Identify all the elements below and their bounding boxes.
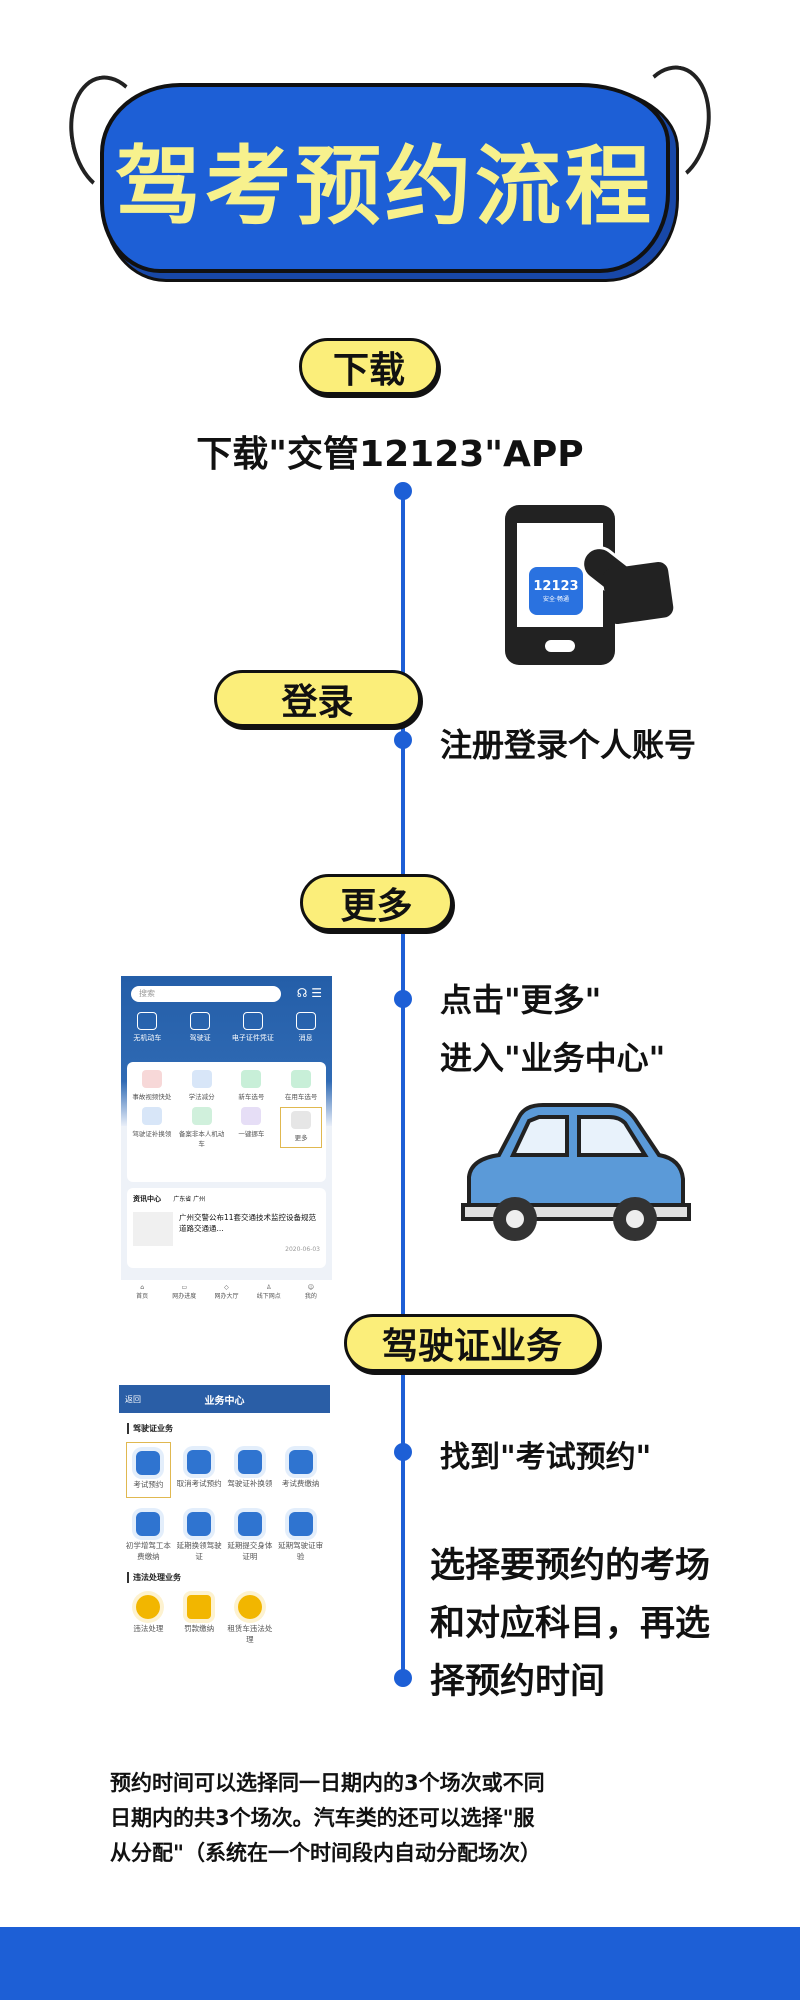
grid-item[interactable]: 在用车选号	[276, 1070, 326, 1101]
section-title: 违法处理业务	[127, 1572, 330, 1583]
section-title: 驾驶证业务	[127, 1423, 330, 1434]
service-item[interactable]: 取消考试预约	[174, 1442, 225, 1498]
step-login-text: 注册登录个人账号	[440, 726, 697, 764]
grid-item[interactable]: 备案非本人机动车	[177, 1107, 227, 1148]
business-center-screenshot: 返回 业务中心 驾驶证业务 考试预约 取消考试预约 驾驶证补换领 考试费缴纳 初…	[119, 1385, 330, 1684]
step-more-line1: 点击"更多"	[440, 981, 602, 1019]
tab-progress[interactable]: ▭网办进度	[172, 1284, 197, 1300]
timeline-dot	[394, 1669, 412, 1687]
service-item[interactable]: 违法处理	[123, 1591, 174, 1645]
app-home-screenshot: 搜索 ☊ ☰ 无机动车 驾驶证 电子证件凭证 消息 事故视频快处 学法减分 新车…	[121, 976, 332, 1314]
news-title: 资讯中心	[133, 1195, 161, 1203]
footer-band	[0, 1927, 800, 2000]
note-text: 预约时间可以选择同一日期内的3个场次或不同日期内的共3个场次。汽车类的还可以选择…	[110, 1771, 545, 1865]
step-pill-license: 驾驶证业务	[344, 1314, 600, 1372]
service-item[interactable]: 租赁车违法处理	[225, 1591, 276, 1645]
tab-hall[interactable]: ◇网办大厅	[214, 1284, 239, 1300]
step-download-text: 下载"交管12123"APP	[196, 434, 584, 475]
tab-home[interactable]: ⌂首页	[136, 1284, 149, 1300]
service-item[interactable]: 延期换领驾驶证	[174, 1508, 225, 1562]
timeline-dot	[394, 482, 412, 500]
service-item[interactable]: 驾驶证补换领	[225, 1442, 276, 1498]
timeline-line	[401, 491, 405, 1679]
grid-item[interactable]: 一键挪车	[227, 1107, 277, 1148]
car-illustration	[461, 1103, 691, 1241]
top-item[interactable]: 消息	[279, 1012, 332, 1043]
step-pill-more: 更多	[300, 874, 453, 931]
back-button[interactable]: 返回	[125, 1394, 141, 1404]
service-item[interactable]: 延期提交身体证明	[225, 1508, 276, 1562]
screen-title: 业务中心	[204, 1395, 245, 1407]
title-blob: 驾考预约流程	[100, 83, 670, 273]
grid-item-more[interactable]: 更多	[280, 1107, 322, 1148]
top-item[interactable]: 电子证件凭证	[227, 1012, 280, 1043]
step-pill-login: 登录	[214, 670, 421, 727]
page-title: 驾考预约流程	[115, 136, 655, 237]
grid-item[interactable]: 学法减分	[177, 1070, 227, 1101]
title-banner: 驾考预约流程	[60, 55, 720, 285]
grid-item[interactable]: 新车选号	[227, 1070, 277, 1101]
service-item[interactable]: 初学增驾工本费缴纳	[123, 1508, 174, 1562]
search-input[interactable]: 搜索	[131, 986, 281, 1002]
grid-item[interactable]: 驾驶证补换领	[127, 1107, 177, 1148]
news-date: 2020-06-03	[285, 1246, 320, 1253]
step-pill-download: 下载	[299, 338, 439, 395]
step-detail: 选择要预约的考场和对应科目，再选择预约时间	[430, 1546, 711, 1702]
service-item[interactable]: 考试费缴纳	[275, 1442, 326, 1498]
grid-item[interactable]: 事故视频快处	[127, 1070, 177, 1101]
timeline-dot	[394, 990, 412, 1008]
timeline-dot	[394, 731, 412, 749]
tab-offline[interactable]: ♙线下网点	[256, 1284, 281, 1300]
timeline-dot	[394, 1443, 412, 1461]
top-item[interactable]: 驾驶证	[174, 1012, 227, 1043]
news-thumbnail	[133, 1212, 173, 1246]
news-headline[interactable]: 广州交警公布11套交通技术监控设备规范道路交通通...	[179, 1213, 317, 1233]
top-item[interactable]: 无机动车	[121, 1012, 174, 1043]
step-more-line2: 进入"业务中心"	[440, 1039, 666, 1077]
news-region: 广东省 广州	[173, 1196, 206, 1203]
menu-icon[interactable]: ☊ ☰	[296, 986, 322, 1000]
tab-mine[interactable]: ☺我的	[304, 1284, 317, 1300]
step-find-text: 找到"考试预约"	[440, 1440, 652, 1475]
service-item[interactable]: 罚款缴纳	[174, 1591, 225, 1645]
service-item[interactable]: 延期驾驶证审验	[275, 1508, 326, 1562]
item-exam-booking[interactable]: 考试预约	[126, 1442, 171, 1498]
